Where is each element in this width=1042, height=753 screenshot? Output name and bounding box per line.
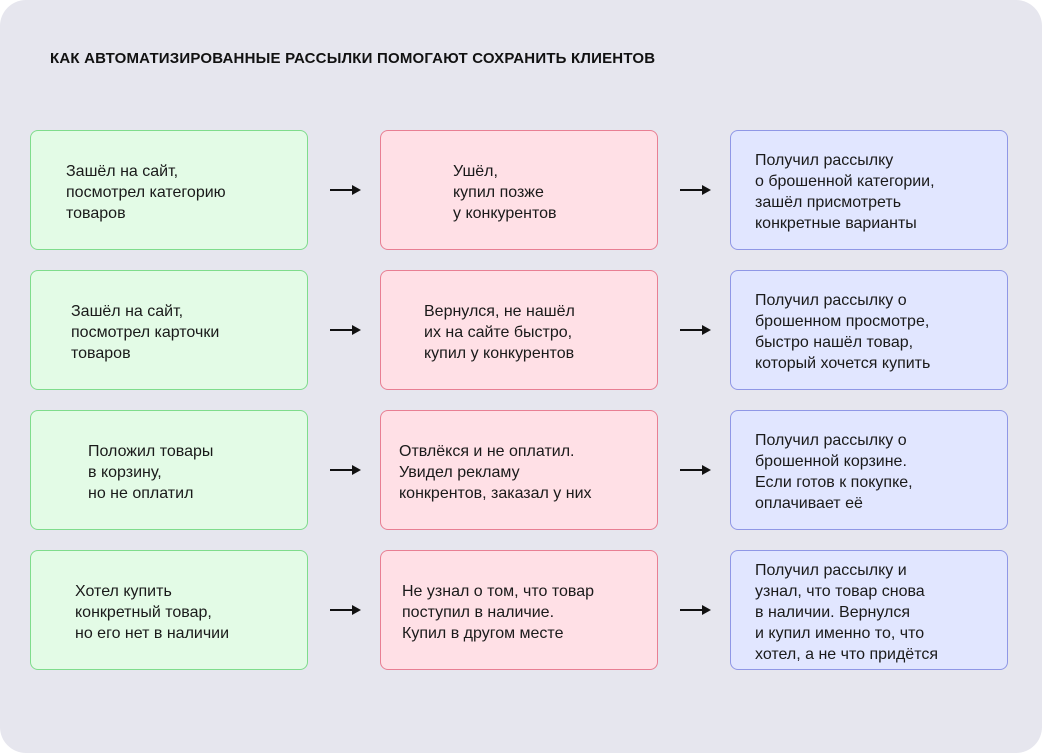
visit-text-4: Хотел купить конкретный товар, но его не… [75, 583, 230, 642]
result-text-1: Получил рассылку о брошенной категории, … [755, 152, 935, 232]
result-text-2: Получил рассылку о брошенном просмотре, … [755, 292, 931, 372]
arrow-right-icon [680, 465, 711, 475]
visit-box-4: Хотел купить конкретный товар, но его не… [30, 550, 308, 670]
loss-text-1: Ушёл, купил позже у конкурентов [453, 163, 557, 222]
loss-box-1: Ушёл, купил позже у конкурентов [380, 130, 658, 250]
result-text-4: Получил рассылку и узнал, что товар снов… [755, 562, 939, 663]
arrow-right-icon [330, 465, 361, 475]
visit-text-2: Зашёл на сайт, посмотрел карточки товаро… [71, 303, 220, 362]
visit-box-3: Положил товары в корзину, но не оплатил [30, 410, 308, 530]
visit-box-1: Зашёл на сайт, посмотрел категорию товар… [30, 130, 308, 250]
loss-text-3: Отвлёкся и не оплатил. Увидел рекламу ко… [399, 443, 592, 502]
arrow-right-icon [680, 185, 711, 195]
loss-box-4: Не узнал о том, что товар поступил в нал… [380, 550, 658, 670]
visit-box-2: Зашёл на сайт, посмотрел карточки товаро… [30, 270, 308, 390]
result-text-3: Получил рассылку о брошенной корзине. Ес… [755, 432, 913, 512]
arrow-right-icon [680, 605, 711, 615]
loss-text-4: Не узнал о том, что товар поступил в нал… [402, 583, 595, 642]
result-box-1: Получил рассылку о брошенной категории, … [730, 130, 1008, 250]
arrow-right-icon [330, 325, 361, 335]
arrow-right-icon [680, 325, 711, 335]
result-box-4: Получил рассылку и узнал, что товар снов… [730, 550, 1008, 670]
arrow-right-icon [330, 605, 361, 615]
visit-text-3: Положил товары в корзину, но не оплатил [88, 443, 214, 502]
loss-box-3: Отвлёкся и не оплатил. Увидел рекламу ко… [380, 410, 658, 530]
loss-box-2: Вернулся, не нашёл их на сайте быстро, к… [380, 270, 658, 390]
page-title: КАК АВТОМАТИЗИРОВАННЫЕ РАССЫЛКИ ПОМОГАЮТ… [50, 50, 656, 67]
loss-text-2: Вернулся, не нашёл их на сайте быстро, к… [424, 303, 575, 362]
visit-text-1: Зашёл на сайт, посмотрел категорию товар… [66, 163, 226, 222]
arrow-right-icon [330, 185, 361, 195]
result-box-2: Получил рассылку о брошенном просмотре, … [730, 270, 1008, 390]
result-box-3: Получил рассылку о брошенной корзине. Ес… [730, 410, 1008, 530]
